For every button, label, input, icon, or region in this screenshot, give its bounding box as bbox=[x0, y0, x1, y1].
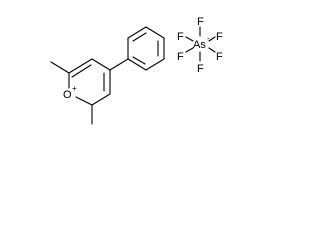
bond-c3-c4 bbox=[91, 58, 111, 71]
bond-c6-o bbox=[75, 96, 93, 106]
bond-c5-c6 bbox=[91, 93, 111, 106]
bond-ph6-ph1-double bbox=[132, 56, 146, 65]
molecule-canvas: O + As - F F F F F F bbox=[50, 16, 223, 125]
bond-as-f-upper-left bbox=[185, 36, 194, 42]
bond-ph2-ph3 bbox=[127, 26, 147, 39]
bond-ph3-ph4 bbox=[145, 26, 165, 39]
bond-c2-methyl bbox=[50, 61, 70, 74]
bond-ph6-ph1 bbox=[127, 58, 147, 71]
structure-diagram: O + As - F F F F F F bbox=[50, 16, 223, 125]
arsenic-label: As bbox=[193, 39, 206, 51]
bond-as-f-lower-right bbox=[208, 47, 216, 53]
bond-c2-c3-double bbox=[71, 64, 92, 78]
fluorine-label-upper-left: F bbox=[177, 31, 184, 43]
bond-as-f-lower-left bbox=[185, 47, 194, 53]
pyrylium-cation: O + bbox=[50, 26, 165, 125]
fluorine-label-upper-right: F bbox=[216, 31, 223, 43]
bond-c4-phenyl bbox=[109, 58, 129, 71]
bond-c2-c3 bbox=[68, 58, 93, 74]
bond-ph5-ph6 bbox=[145, 58, 165, 71]
fluorine-label-lower-right: F bbox=[216, 51, 223, 63]
bond-ph2-ph3-double bbox=[132, 32, 147, 42]
fluorine-label-bottom: F bbox=[197, 63, 204, 75]
hexafluoroarsenate-anion: As - F F F F F F bbox=[177, 16, 223, 75]
arsenic-charge: - bbox=[207, 34, 210, 43]
ring-oxygen-label: O bbox=[63, 89, 72, 101]
bond-as-f-upper-right bbox=[208, 36, 216, 42]
fluorine-label-lower-left: F bbox=[177, 51, 184, 63]
fluorine-label-top: F bbox=[197, 16, 204, 28]
ring-oxygen-charge: + bbox=[72, 84, 77, 93]
